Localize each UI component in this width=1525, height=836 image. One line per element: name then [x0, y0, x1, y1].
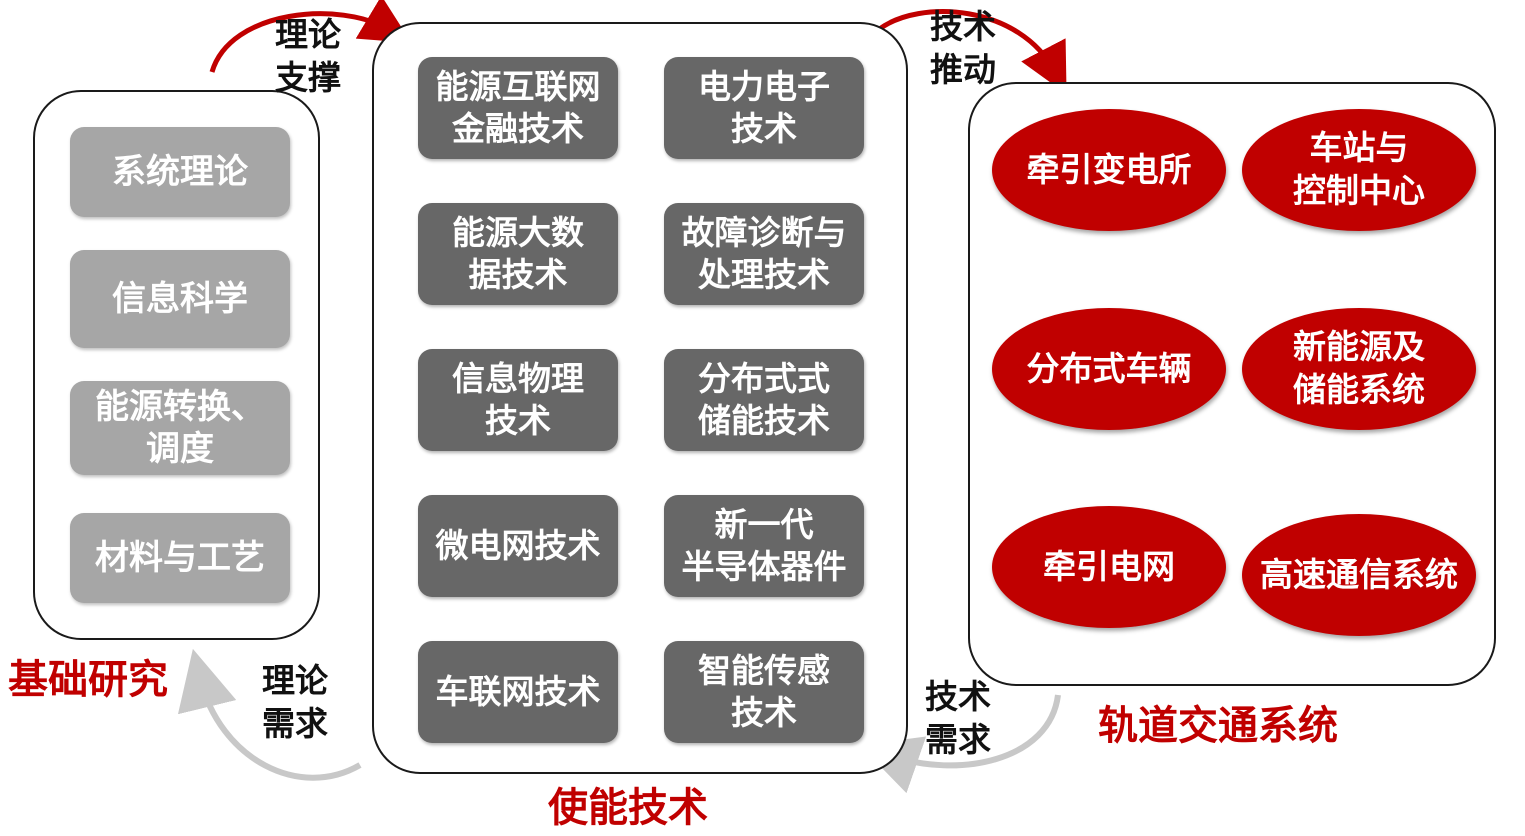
- basic-item-materials-process: 材料与工艺: [70, 513, 290, 603]
- tech-semiconductor-devices: 新一代 半导体器件: [664, 495, 864, 597]
- theory-support-arrow: [209, 0, 412, 73]
- enabling-tech-title: 使能技术: [548, 785, 708, 831]
- tech-microgrid: 微电网技术: [418, 495, 618, 597]
- basic-item-system-theory: 系统理论: [70, 127, 290, 217]
- tech-demand-label: 技术 需求: [925, 677, 991, 759]
- tech-distributed-storage: 分布式式 储能技术: [664, 349, 864, 451]
- basic-item-energy-conversion: 能源转换、 调度: [70, 381, 290, 475]
- theory-support-label: 理论 支撑: [275, 15, 341, 97]
- basic-research-title: 基础研究: [8, 657, 168, 703]
- tech-power-electronics: 电力电子 技术: [664, 57, 864, 159]
- tech-demand-arrow: [859, 694, 1061, 794]
- rail-distributed-vehicles: 分布式车辆: [992, 308, 1226, 430]
- tech-fault-diagnosis: 故障诊断与 处理技术: [664, 203, 864, 305]
- tech-energy-internet-finance: 能源互联网 金融技术: [418, 57, 618, 159]
- rail-high-speed-comms: 高速通信系统: [1242, 514, 1476, 636]
- theory-demand-label: 理论 需求: [262, 661, 328, 743]
- rail-new-energy-storage: 新能源及 储能系统: [1242, 308, 1476, 430]
- rail-system-title: 轨道交通系统: [1098, 703, 1338, 749]
- tech-push-arrow: [876, 9, 1067, 95]
- tech-smart-sensing: 智能传感 技术: [664, 641, 864, 743]
- tech-energy-big-data: 能源大数 据技术: [418, 203, 618, 305]
- tech-vehicle-network: 车联网技术: [418, 641, 618, 743]
- tech-push-label: 技术 推动: [930, 7, 996, 89]
- tech-cyber-physical: 信息物理 技术: [418, 349, 618, 451]
- basic-item-information-science: 信息科学: [70, 250, 290, 348]
- theory-demand-arrow: [177, 648, 362, 781]
- rail-traction-grid: 牵引电网: [992, 506, 1226, 628]
- rail-traction-substation: 牵引变电所: [992, 109, 1226, 231]
- rail-station-control-center: 车站与 控制中心: [1242, 109, 1476, 231]
